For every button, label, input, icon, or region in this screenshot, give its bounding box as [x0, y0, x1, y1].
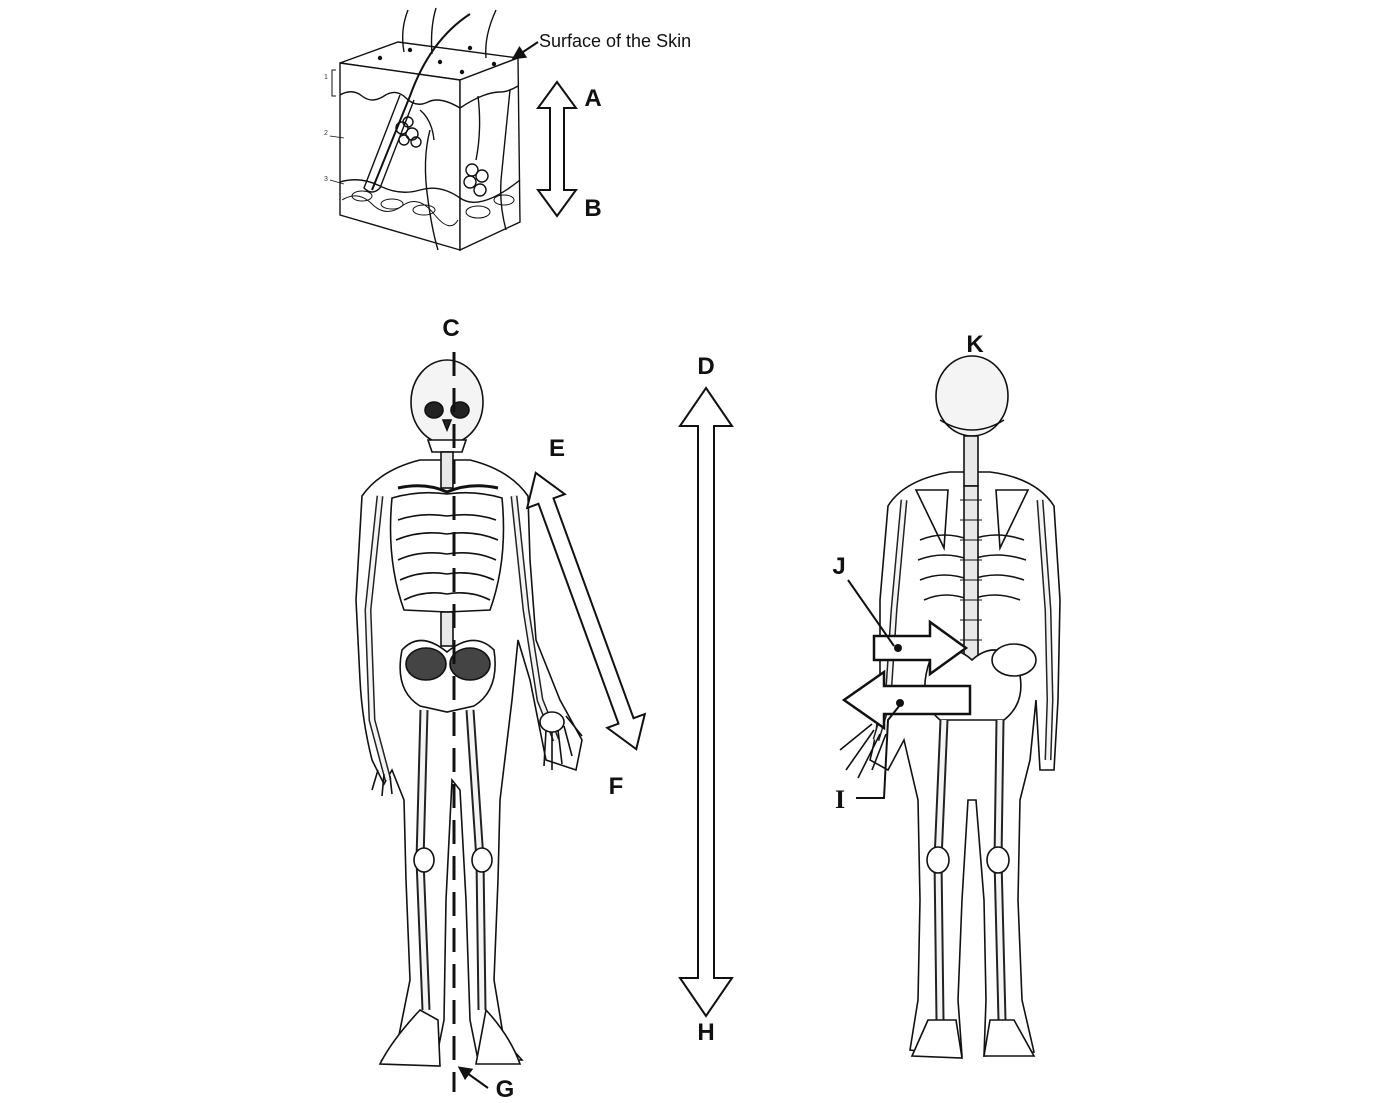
surface-of-skin-label: Surface of the Skin: [539, 31, 692, 51]
label-j: J: [832, 553, 846, 580]
anterior-skeleton: [355, 359, 583, 1067]
label-c: C: [442, 315, 460, 342]
g-pointer-arrow: [457, 1066, 489, 1089]
label-g: G: [495, 1076, 515, 1103]
layer-number-1: 1: [324, 74, 328, 81]
j-dot: [894, 644, 902, 652]
label-b: B: [584, 195, 602, 222]
superficial-deep-arrow: [536, 80, 578, 218]
label-h: H: [697, 1019, 715, 1046]
j-leader-line: [847, 579, 895, 647]
i-leader-line: [856, 704, 901, 799]
proximal-distal-arrow: [525, 471, 647, 751]
label-i: I: [834, 785, 846, 814]
medial-arrow: [872, 619, 969, 677]
lateral-arrow: [841, 669, 972, 731]
skin-cross-section: [329, 7, 521, 252]
label-e: E: [548, 435, 566, 462]
posterior-skeleton: [839, 355, 1061, 1059]
i-dot: [896, 699, 904, 707]
superior-inferior-arrow: [678, 386, 734, 1018]
label-a: A: [584, 85, 602, 112]
layer-number-3: 3: [324, 176, 328, 183]
label-d: D: [697, 353, 715, 380]
layer-number-2: 2: [324, 130, 328, 137]
label-f: F: [608, 773, 624, 800]
surface-pointer-arrow: [511, 41, 539, 60]
label-k: K: [966, 331, 984, 358]
